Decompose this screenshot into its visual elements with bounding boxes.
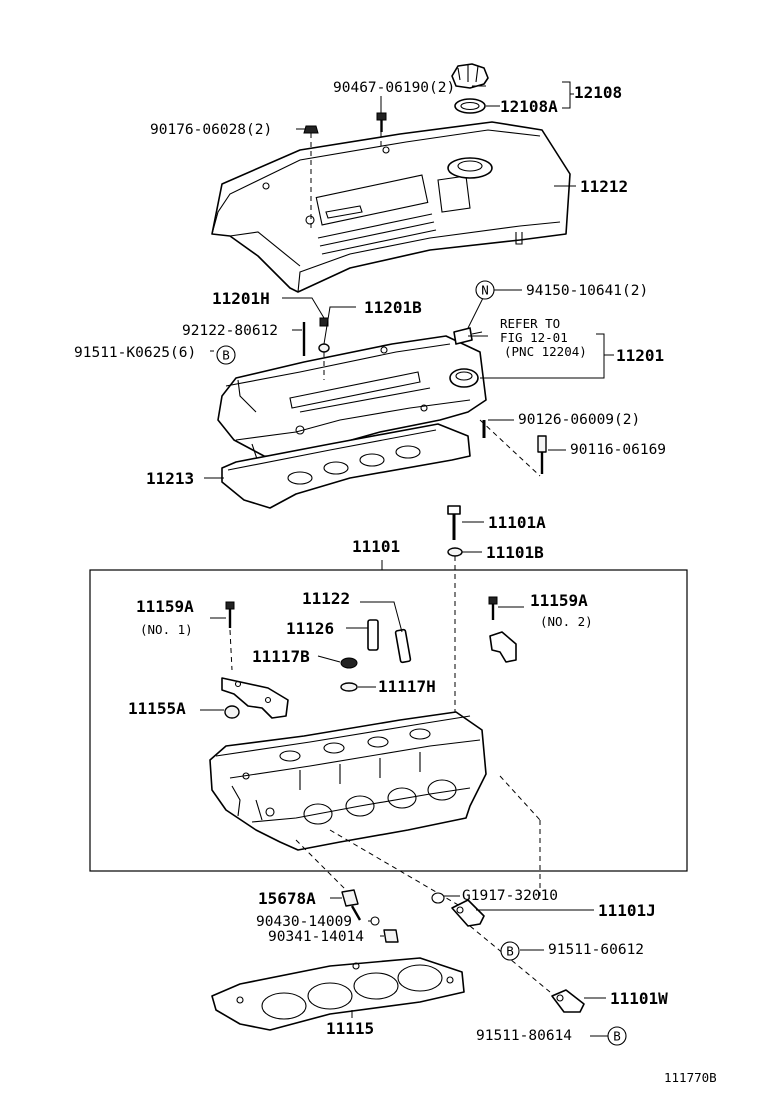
callout-label: 11212 <box>580 177 628 196</box>
dash-line <box>229 629 233 671</box>
svg-text:B: B <box>613 1029 621 1044</box>
dash-line <box>479 419 541 477</box>
callout-label: 91511-80614 <box>476 1028 572 1044</box>
svg-text:B: B <box>222 348 230 363</box>
guide-11122 <box>394 628 412 664</box>
gasket-90430 <box>370 916 380 926</box>
callout-label: G1917-32010 <box>462 888 558 904</box>
figure-code: 111770B <box>664 1070 717 1085</box>
callout-label: 90430-14009 <box>256 914 352 930</box>
callout-label: 11126 <box>286 619 334 638</box>
cylinder-head-gasket <box>211 957 465 1031</box>
dash-line <box>295 839 347 891</box>
callout-label: 15678A <box>258 889 316 908</box>
dash-line <box>329 829 461 907</box>
callout-label: 11117H <box>378 677 436 696</box>
bolt-11159A-no1 <box>225 601 235 628</box>
head-bolt-11101A <box>447 505 461 540</box>
bolt-90467 <box>376 112 387 132</box>
bearing-cap-no1 <box>221 677 289 719</box>
bearing-cap-no2 <box>489 631 517 663</box>
callout-label: 91511-60612 <box>548 942 644 958</box>
callout-label: 90126-06009(2) <box>518 412 640 428</box>
refer-note: REFER TO <box>500 316 560 331</box>
leader-lines <box>200 81 614 1037</box>
callout-note: (NO. 2) <box>540 614 593 629</box>
callout-label: 11101B <box>486 543 544 562</box>
callout-label: 90116-06169 <box>570 442 666 458</box>
oil-filler-cap <box>451 63 489 114</box>
refer-note: FIG 12-01 <box>500 330 568 345</box>
callout-label: 11201 <box>616 346 664 365</box>
callout-label: 12108 <box>574 83 622 102</box>
callout-label: 11201H <box>212 289 270 308</box>
grommet-11201B <box>318 343 330 353</box>
callout-label: 11101 <box>352 537 400 556</box>
svg-text:N: N <box>481 283 489 298</box>
washer-11101B <box>447 547 463 557</box>
callout-label: 90176-06028(2) <box>150 122 272 138</box>
head-cover-gasket <box>221 423 471 509</box>
callout-label: 11201B <box>364 298 422 317</box>
callout-label: 11159A <box>530 591 588 610</box>
callout-label: 11122 <box>302 589 350 608</box>
callout-label: 94150-10641(2) <box>526 283 648 299</box>
callout-label: 11117B <box>252 647 310 666</box>
cylinder-head <box>209 711 487 851</box>
sensor-15678A <box>341 889 362 921</box>
guide-11126 <box>367 619 379 651</box>
seal-11117B <box>340 657 358 669</box>
svg-text:B: B <box>506 944 514 959</box>
callout-label: 11115 <box>326 1019 374 1038</box>
marker-b: B <box>216 345 236 365</box>
plug-11155A <box>224 705 240 719</box>
callout-label: 92122-80612 <box>182 323 278 339</box>
engine-cover <box>211 121 571 293</box>
callout-label: 11101W <box>610 989 668 1008</box>
callout-label: 90341-14014 <box>268 929 364 945</box>
callout-label: 11155A <box>128 699 186 718</box>
bolt-90341 <box>383 929 399 943</box>
bolt-11201H <box>319 317 329 327</box>
callout-label: 12108A <box>500 97 558 116</box>
washer-11117H <box>340 682 358 692</box>
dash-line <box>499 775 541 821</box>
marker-b: B <box>607 1026 627 1046</box>
callout-label: 90467-06190(2) <box>333 80 455 96</box>
callout-note: (NO. 1) <box>140 622 193 637</box>
callout-label: 11159A <box>136 597 194 616</box>
bolt-11159A-no2 <box>488 596 498 620</box>
stud-90116 <box>537 435 547 474</box>
marker-b: B <box>500 941 520 961</box>
nut-90176 <box>303 125 319 134</box>
marker-n: N <box>475 280 495 300</box>
callout-label: 91511-K0625(6) <box>74 345 196 361</box>
fitting-11101J <box>451 899 485 927</box>
callout-label: 11213 <box>146 469 194 488</box>
pcv-valve <box>453 327 483 345</box>
cylinder-head-frame <box>89 569 688 872</box>
o-ring-G1917 <box>431 892 445 904</box>
fitting-11101W <box>551 989 585 1013</box>
callout-label: 11101J <box>598 901 656 920</box>
callout-label: 11101A <box>488 513 546 532</box>
refer-note: (PNC 12204) <box>504 344 587 359</box>
cylinder-head-cover <box>217 335 487 463</box>
